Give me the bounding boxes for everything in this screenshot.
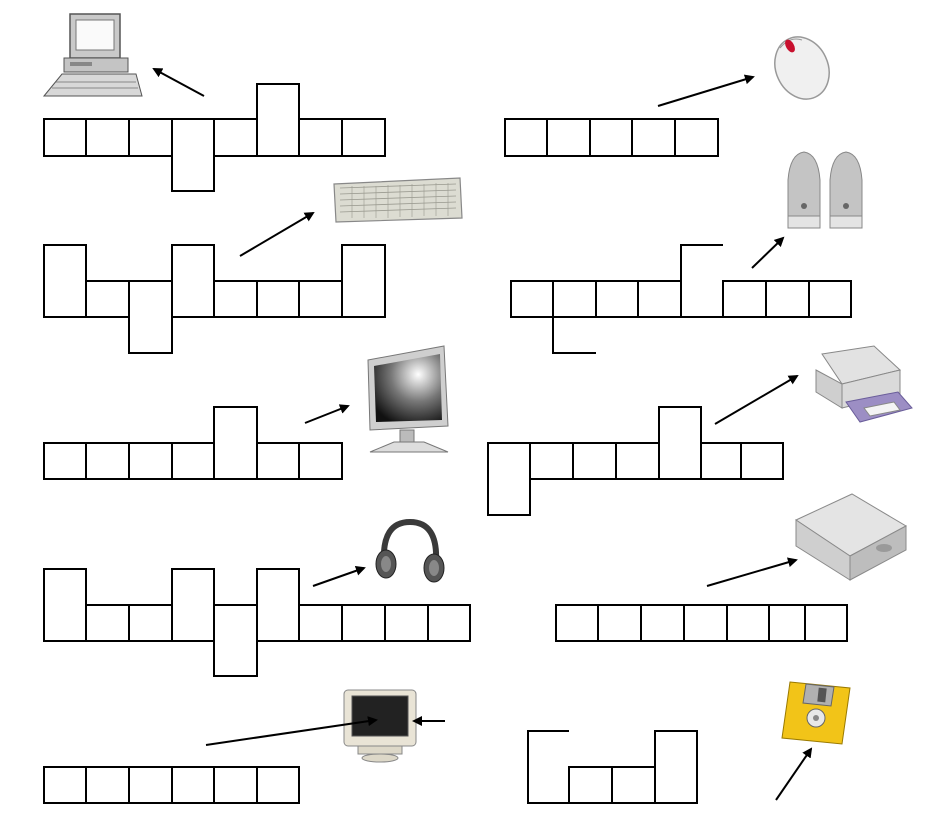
letter-box[interactable] [683, 604, 728, 642]
letter-box[interactable] [43, 118, 87, 157]
letter-box[interactable] [298, 280, 343, 318]
scanner-icon [792, 490, 910, 586]
letter-box[interactable] [213, 604, 258, 677]
letter-box[interactable] [384, 604, 429, 642]
letter-box[interactable] [527, 730, 569, 804]
letter-box[interactable] [256, 568, 300, 642]
letter-box[interactable] [256, 83, 300, 157]
letter-box[interactable] [341, 604, 386, 642]
letter-box[interactable] [341, 118, 386, 157]
letter-box[interactable] [589, 118, 633, 157]
letter-box[interactable] [722, 280, 767, 318]
speakers-icon [784, 150, 870, 232]
letter-box[interactable] [85, 604, 130, 642]
letter-box[interactable] [341, 244, 386, 318]
arrow [751, 236, 785, 269]
letter-box[interactable] [572, 442, 617, 480]
letter-box[interactable] [805, 604, 848, 642]
letter-box[interactable] [43, 244, 87, 318]
letter-box[interactable] [529, 442, 574, 480]
letter-box[interactable] [43, 442, 87, 480]
letter-box[interactable] [128, 280, 173, 354]
letter-box[interactable] [768, 604, 806, 642]
letter-box[interactable] [213, 406, 258, 480]
letter-box[interactable] [487, 442, 531, 516]
arrow [714, 374, 799, 425]
letter-box[interactable] [256, 442, 300, 480]
letter-box[interactable] [555, 604, 599, 642]
keyboard-icon [332, 176, 464, 224]
letter-box[interactable] [615, 442, 660, 480]
letter-box[interactable] [552, 281, 596, 354]
letter-box[interactable] [726, 604, 770, 642]
computer-icon [40, 8, 150, 98]
letter-box[interactable] [171, 118, 215, 192]
letter-box[interactable] [427, 604, 471, 642]
letter-box[interactable] [765, 280, 810, 318]
letter-box[interactable] [85, 766, 130, 804]
letter-box[interactable] [128, 766, 173, 804]
letter-box[interactable] [546, 118, 591, 157]
letter-box[interactable] [128, 604, 173, 642]
arrow [706, 557, 798, 587]
letter-box[interactable] [43, 766, 87, 804]
letter-box[interactable] [597, 604, 642, 642]
letter-box[interactable] [256, 766, 300, 804]
letter-box[interactable] [700, 442, 742, 480]
letter-box[interactable] [43, 568, 87, 642]
arrow [775, 747, 813, 801]
arrow [657, 74, 755, 107]
letter-box[interactable] [256, 280, 300, 318]
letter-box[interactable] [510, 280, 554, 318]
arrow [304, 404, 350, 424]
letter-box[interactable] [640, 604, 685, 642]
letter-box[interactable] [631, 118, 676, 157]
letter-box[interactable] [171, 244, 215, 318]
letter-box[interactable] [298, 442, 343, 480]
arrow [205, 716, 378, 746]
floppy-disk-icon [778, 678, 854, 748]
letter-box[interactable] [658, 406, 702, 480]
letter-box[interactable] [680, 244, 723, 317]
letter-box[interactable] [85, 442, 130, 480]
letter-box[interactable] [298, 118, 343, 157]
letter-box[interactable] [808, 280, 852, 318]
letter-box[interactable] [128, 442, 173, 480]
letter-box[interactable] [654, 730, 698, 804]
letter-box[interactable] [171, 568, 215, 642]
letter-box[interactable] [595, 280, 639, 318]
letter-box[interactable] [674, 118, 719, 157]
letter-box[interactable] [213, 766, 258, 804]
mouse-icon [768, 30, 836, 102]
letter-box[interactable] [171, 766, 215, 804]
arrow [312, 565, 366, 587]
letter-box[interactable] [740, 442, 784, 480]
letter-box[interactable] [611, 766, 656, 804]
letter-box[interactable] [128, 118, 173, 157]
printer-icon [812, 344, 914, 428]
monitor-icon [364, 344, 450, 456]
letter-box[interactable] [171, 442, 215, 480]
letter-box[interactable] [85, 280, 130, 318]
letter-box[interactable] [85, 118, 130, 157]
arrow [152, 68, 205, 97]
letter-box[interactable] [213, 280, 258, 318]
letter-box[interactable] [504, 118, 548, 157]
letter-box[interactable] [298, 604, 343, 642]
headphones-icon [372, 518, 446, 588]
letter-box[interactable] [637, 280, 682, 318]
letter-box[interactable] [213, 118, 258, 157]
letter-box[interactable] [568, 766, 613, 804]
arrow [239, 211, 315, 257]
